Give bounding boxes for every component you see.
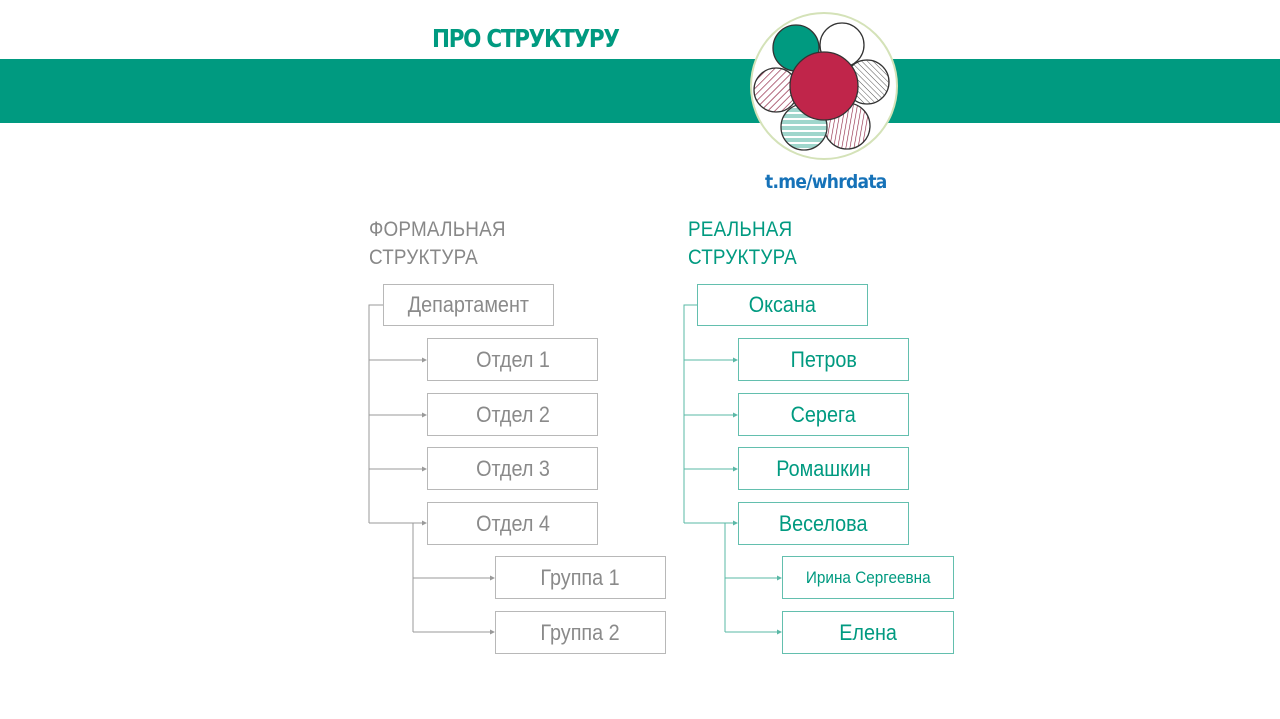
real-arrowheads bbox=[733, 357, 782, 635]
formal-connectors bbox=[368, 304, 493, 633]
real-node-veselova: Веселова bbox=[738, 502, 909, 545]
header-band bbox=[0, 59, 1280, 123]
real-structure-heading: РЕАЛЬНАЯ СТРУКТУРА bbox=[688, 216, 797, 272]
real-node-petrov: Петров bbox=[738, 338, 909, 381]
formal-heading-line1: ФОРМАЛЬНАЯ bbox=[369, 218, 506, 241]
real-node-romashkin: Ромашкин bbox=[738, 447, 909, 490]
telegram-link[interactable]: t.me/whrdata bbox=[765, 171, 887, 193]
formal-node-dept-2: Отдел 2 bbox=[427, 393, 598, 436]
formal-node-department: Департамент bbox=[383, 284, 554, 326]
real-node-serega: Серега bbox=[738, 393, 909, 436]
real-connectors bbox=[683, 304, 780, 633]
real-node-irina-sergeevna: Ирина Сергеевна bbox=[782, 556, 954, 599]
formal-node-dept-4: Отдел 4 bbox=[427, 502, 598, 545]
formal-structure-heading: ФОРМАЛЬНАЯ СТРУКТУРА bbox=[369, 216, 506, 272]
formal-node-group-2: Группа 2 bbox=[495, 611, 666, 654]
real-node-oksana: Оксана bbox=[697, 284, 868, 326]
formal-arrowheads bbox=[422, 357, 495, 635]
formal-node-dept-3: Отдел 3 bbox=[427, 447, 598, 490]
formal-node-group-1: Группа 1 bbox=[495, 556, 666, 599]
formal-node-dept-1: Отдел 1 bbox=[427, 338, 598, 381]
page-title: ПРО СТРУКТУРУ bbox=[432, 24, 620, 53]
flower-logo-icon bbox=[750, 12, 898, 160]
real-heading-line1: РЕАЛЬНАЯ bbox=[688, 218, 793, 241]
formal-heading-line2: СТРУКТУРА bbox=[369, 246, 478, 269]
real-heading-line2: СТРУКТУРА bbox=[688, 246, 797, 269]
real-node-elena: Елена bbox=[782, 611, 954, 654]
